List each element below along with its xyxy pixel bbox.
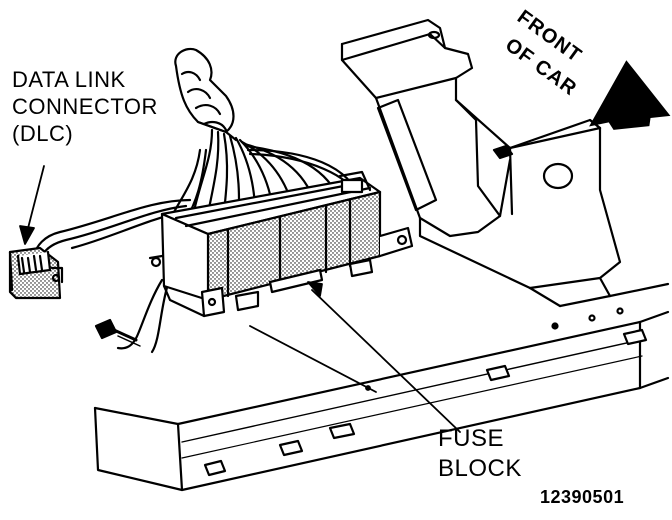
front-arrow bbox=[589, 60, 671, 130]
dlc-label: DATA LINK CONNECTOR (DLC) bbox=[12, 66, 158, 147]
ground-bolt bbox=[94, 318, 141, 347]
figure-number: 12390501 bbox=[540, 487, 625, 507]
fuse-label-line1: FUSE bbox=[438, 425, 505, 452]
dlc-label-line1: DATA LINK bbox=[12, 67, 126, 92]
fuse-block-label: FUSE BLOCK bbox=[438, 424, 522, 484]
leader-lines bbox=[19, 165, 461, 433]
wiring-harness bbox=[32, 47, 362, 354]
front-of-car-label: FRONT OF CAR bbox=[501, 2, 620, 102]
data-link-connector bbox=[8, 246, 64, 300]
dlc-label-line3: (DLC) bbox=[12, 121, 74, 146]
fuse-block-body bbox=[148, 170, 414, 318]
mounting-bracket bbox=[340, 18, 622, 308]
fuse-label-line2: BLOCK bbox=[438, 455, 522, 482]
floor-rail bbox=[93, 282, 670, 492]
dlc-label-line2: CONNECTOR bbox=[12, 94, 158, 119]
